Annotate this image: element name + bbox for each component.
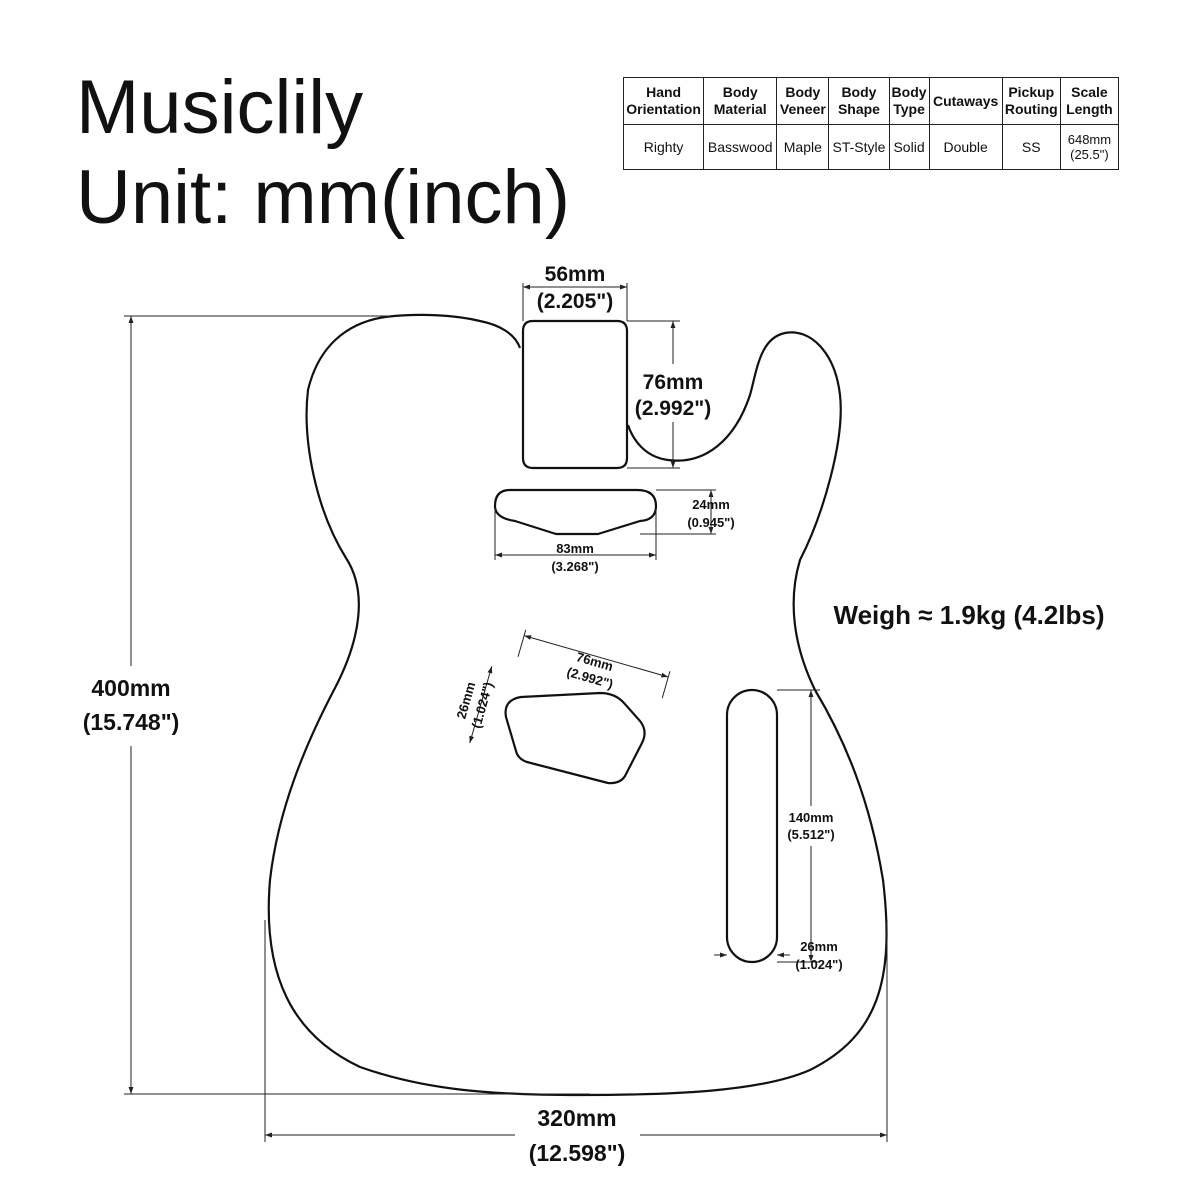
spec-value-body-material: Basswood xyxy=(703,124,778,170)
unit-label: Unit: mm(inch) xyxy=(76,155,571,240)
spec-value-body-type: Solid xyxy=(888,124,930,170)
dim-body-width-inch: (12.598") xyxy=(529,1140,626,1166)
dim-neck-pocket-length-mm: 76mm xyxy=(643,371,704,394)
dimension-line xyxy=(523,635,669,678)
dim-control-cavity-length-inch: (5.512") xyxy=(787,827,834,842)
dim-control-cavity-width-inch: (1.024") xyxy=(795,957,842,972)
spec-value-row: Righty Basswood Maple ST-Style Solid Dou… xyxy=(622,124,1120,170)
spec-value-body-veneer: Maple xyxy=(776,124,830,170)
weight-label: Weigh ≈ 1.9kg (4.2lbs) xyxy=(834,600,1105,630)
neck-pocket xyxy=(521,319,629,470)
spec-value-text: (25.5") xyxy=(1070,147,1109,162)
bridge-pickup-route xyxy=(504,691,646,785)
dim-bridge-route-height-group: 26mm (1.024") xyxy=(453,666,496,744)
body-outline xyxy=(267,313,888,1097)
neck-pickup-route xyxy=(493,488,658,536)
dim-neck-pocket-length-inch: (2.992") xyxy=(635,397,712,420)
spec-header-cutaways: Cutaways xyxy=(928,77,1003,125)
spec-header-text: Routing xyxy=(1004,101,1058,117)
spec-header-text: Hand xyxy=(646,84,682,100)
extension-line xyxy=(661,671,671,699)
spec-value-scale-length: 648mm(25.5") xyxy=(1059,124,1120,170)
spec-header-text: Material xyxy=(713,101,767,117)
dim-bridge-route-width-group: 76mm (2.992") xyxy=(517,629,671,699)
dim-body-width-mm: 320mm xyxy=(537,1105,616,1131)
dim-body-length-mm: 400mm xyxy=(91,675,170,701)
spec-value-cutaways: Double xyxy=(928,124,1003,170)
spec-header-text: Scale xyxy=(1071,84,1108,100)
dim-neck-pocket-width-inch: (2.205") xyxy=(537,290,614,313)
dimension-line xyxy=(469,666,493,744)
spec-header-text: Type xyxy=(893,101,925,117)
spec-value-hand-orientation: Righty xyxy=(622,124,705,170)
spec-header-text: Shape xyxy=(837,101,880,117)
spec-header-text: Length xyxy=(1066,101,1113,117)
control-cavity xyxy=(725,688,779,964)
dim-neck-pickup-width-inch: (3.268") xyxy=(551,559,598,574)
spec-header-text: Body xyxy=(841,84,877,100)
brand-title: Musiclily xyxy=(76,65,364,150)
dim-control-cavity-length-mm: 140mm xyxy=(789,810,834,825)
spec-header-text: Veneer xyxy=(779,101,826,117)
spec-header-text: Body xyxy=(891,84,927,100)
spec-header-text: Body xyxy=(785,84,821,100)
spec-header-text: Orientation xyxy=(626,101,701,117)
spec-header-text: Body xyxy=(722,84,758,100)
spec-value-text: 648mm xyxy=(1067,132,1112,147)
dim-neck-pocket-width-mm: 56mm xyxy=(545,263,606,286)
dim-neck-pickup-height-mm: 24mm xyxy=(692,497,730,512)
spec-header-text: Pickup xyxy=(1008,84,1055,100)
dim-body-length-inch: (15.748") xyxy=(83,709,180,735)
dim-neck-pickup-height-inch: (0.945") xyxy=(687,515,734,530)
dim-control-cavity-width-mm: 26mm xyxy=(800,939,838,954)
extension-line xyxy=(517,629,527,657)
dim-neck-pickup-width-mm: 83mm xyxy=(556,541,594,556)
spec-header-text: Cutaways xyxy=(932,92,999,109)
spec-value-pickup-routing: SS xyxy=(1001,124,1061,170)
